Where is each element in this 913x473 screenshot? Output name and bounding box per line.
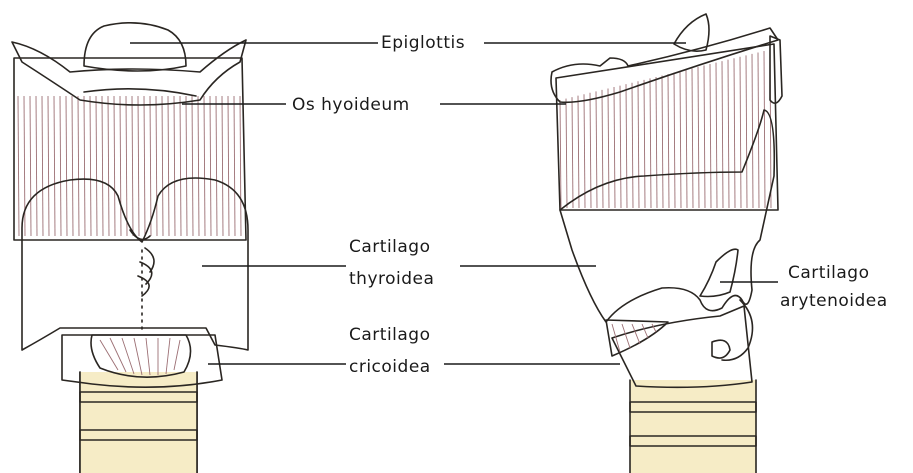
muscle-fiber: [566, 99, 567, 208]
muscle-fiber: [240, 96, 241, 236]
muscle-fiber: [102, 96, 103, 236]
muscle-fiber: [674, 73, 675, 208]
muscle-fiber: [60, 96, 61, 236]
muscle-fiber: [90, 96, 91, 236]
muscle-fiber: [198, 96, 199, 236]
label-epiglottis: Epiglottis: [381, 33, 465, 53]
muscle-fiber: [186, 96, 187, 236]
muscle-fiber: [36, 96, 37, 236]
muscle-fiber: [668, 74, 669, 208]
muscle-fiber: [692, 68, 693, 208]
muscle-fiber: [228, 96, 229, 236]
muscle-fiber: [144, 96, 145, 236]
muscle-fiber: [608, 88, 609, 208]
muscle-fiber: [680, 71, 681, 208]
muscle-fiber: [572, 97, 573, 208]
muscle-fiber: [626, 84, 627, 208]
muscle-fiber: [54, 96, 55, 236]
muscle-fiber: [120, 96, 121, 236]
larynx-front-view: [12, 23, 248, 473]
muscle-fiber: [210, 96, 211, 236]
epiglottis-lateral: [674, 14, 709, 51]
muscle-fiber: [126, 96, 127, 236]
label-thyroidea-line2: thyroidea: [349, 269, 434, 289]
label-os-hyoideum: Os hyoideum: [292, 95, 410, 115]
muscle-fiber: [602, 90, 603, 208]
muscle-fiber: [752, 54, 753, 208]
thyrohyoid-fibers-front: [18, 96, 241, 236]
muscle-fiber: [168, 96, 169, 236]
epiglottis-front: [84, 23, 186, 71]
label-thyroidea-line1: Cartilago: [349, 237, 431, 257]
muscle-fiber: [78, 96, 79, 236]
muscle-fiber: [138, 96, 139, 236]
muscle-fiber: [222, 96, 223, 236]
muscle-fiber: [620, 86, 621, 208]
muscle-fiber: [596, 91, 597, 208]
muscle-fiber: [614, 87, 615, 208]
muscle-fiber: [746, 55, 747, 208]
muscle-fiber: [716, 63, 717, 208]
label-arytenoidea-line1: Cartilago: [788, 263, 870, 283]
arytenoid-cartilage-lateral: [700, 249, 738, 296]
muscle-fiber: [72, 96, 73, 236]
muscle-fiber: [234, 96, 235, 236]
muscle-fiber: [204, 96, 205, 236]
muscle-fiber: [150, 96, 151, 236]
muscle-fiber: [30, 96, 31, 236]
muscle-fiber: [18, 96, 19, 236]
cricothyroid-fibers-front: [100, 338, 180, 375]
muscle-fiber: [66, 96, 67, 236]
muscle-fiber: [662, 76, 663, 208]
muscle-fiber: [132, 96, 133, 236]
muscle-fiber: [96, 96, 97, 236]
muscle-fiber: [84, 96, 85, 236]
muscle-fiber: [722, 61, 723, 208]
muscle-fiber: [710, 64, 711, 208]
muscle-fiber: [698, 67, 699, 208]
muscle-fiber: [764, 51, 765, 208]
muscle-fiber: [108, 96, 109, 236]
muscle-fiber: [704, 65, 705, 208]
muscle-fiber: [578, 96, 579, 208]
muscle-fiber: [740, 57, 741, 208]
muscle-fiber: [180, 96, 181, 236]
thyroid-cartilage-lateral: [560, 110, 774, 322]
thyroid-cartilage-front: [22, 178, 248, 350]
hyoid-bone-lateral: [551, 28, 778, 102]
trachea-lateral: [630, 380, 756, 473]
thyrohyoid-membrane-lateral: [556, 44, 778, 210]
muscle-fiber: [638, 81, 639, 208]
muscle-fiber: [174, 96, 175, 236]
muscle-fiber: [632, 83, 633, 208]
label-cricoidea-line1: Cartilago: [349, 325, 431, 345]
muscle-fiber: [42, 96, 43, 236]
muscle-fiber: [216, 96, 217, 236]
muscle-fiber: [584, 94, 585, 208]
muscle-fiber: [114, 96, 115, 236]
thyrohyoid-fibers-lateral: [560, 50, 771, 208]
hyoid-bone-front: [12, 40, 246, 105]
muscle-fiber: [156, 96, 157, 236]
muscle-fiber: [644, 80, 645, 208]
muscle-fiber: [656, 77, 657, 208]
muscle-fiber: [192, 96, 193, 236]
label-cricoidea-line2: cricoidea: [349, 357, 431, 377]
label-arytenoidea-line2: arytenoidea: [780, 291, 888, 311]
muscle-fiber: [650, 78, 651, 208]
larynx-lateral-view: [551, 14, 782, 473]
labels: Epiglottis Os hyoideum Cartilago thyroid…: [292, 33, 888, 377]
muscle-fiber: [48, 96, 49, 236]
muscle-fiber: [734, 58, 735, 208]
muscle-fiber: [686, 70, 687, 208]
muscle-fiber: [728, 60, 729, 208]
muscle-fiber: [162, 96, 163, 236]
